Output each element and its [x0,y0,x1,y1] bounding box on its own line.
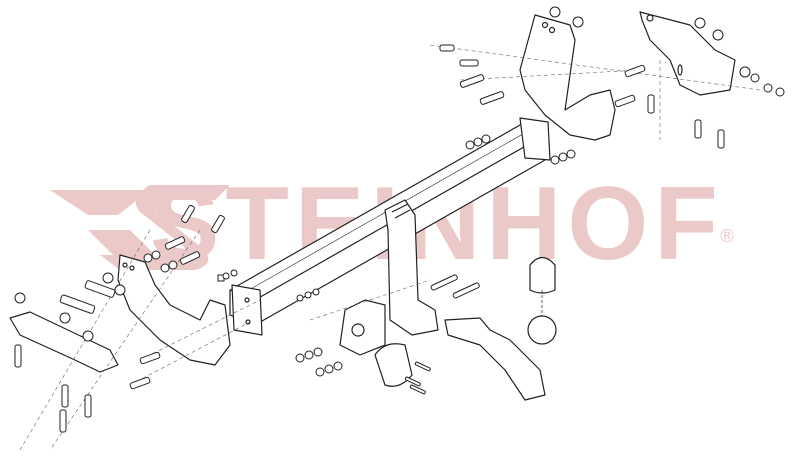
registered-mark: ® [718,226,736,247]
ball-cap [529,256,556,316]
right-side-bracket [519,14,616,141]
steinhof-logo-swoosh [50,185,230,270]
bolts-washers-nuts [14,6,785,433]
center-neck-mount [384,199,439,336]
left-frame-plate [231,284,263,336]
electric-socket [374,343,413,387]
far-left-bracket [9,311,119,373]
far-right-bracket [639,11,736,96]
socket-plate [339,299,386,356]
right-frame-plate [519,117,551,161]
left-side-bracket [117,254,231,366]
tow-ball-neck [444,315,557,401]
